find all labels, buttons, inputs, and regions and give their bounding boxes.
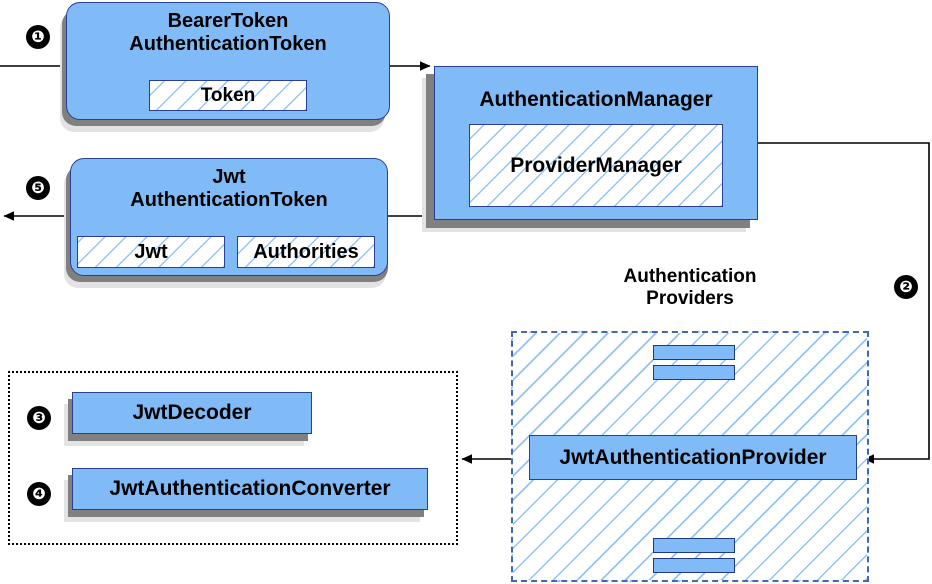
node-authentication-manager-title: AuthenticationManager — [479, 88, 713, 111]
slot-provider-manager: ProviderManager — [469, 124, 723, 207]
slot-jwt: Jwt — [77, 236, 225, 268]
badge-step-4: ❹ — [27, 482, 51, 506]
slot-token: Token — [149, 80, 307, 111]
slot-authorities: Authorities — [237, 236, 375, 268]
provider-stub-bar-bottom-2 — [653, 558, 735, 573]
badge-step-5: ❺ — [26, 176, 50, 200]
arrow-manager-to-provider — [758, 142, 930, 464]
node-jwt-authentication-converter-label: JwtAuthenticationConverter — [109, 477, 391, 501]
node-jwt-decoder-label: JwtDecoder — [132, 401, 252, 425]
node-jwt-authentication-provider[interactable]: JwtAuthenticationProvider — [529, 435, 857, 480]
badge-step-1: ❶ — [26, 25, 50, 49]
badge-step-3: ❸ — [27, 406, 51, 430]
provider-stub-bar-bottom-1 — [653, 538, 735, 553]
jwt-support-group — [8, 371, 458, 545]
node-jwt-authentication-converter[interactable]: JwtAuthenticationConverter — [72, 468, 428, 510]
node-jwt-decoder[interactable]: JwtDecoder — [72, 392, 312, 434]
node-jwt-authentication-token-title: Jwt AuthenticationToken — [130, 166, 328, 211]
badge-step-2: ❷ — [894, 275, 918, 299]
authentication-providers-caption: Authentication Providers — [623, 266, 757, 309]
node-bearer-token-title: BearerToken AuthenticationToken — [129, 10, 327, 55]
node-jwt-authentication-provider-label: JwtAuthenticationProvider — [559, 445, 827, 469]
provider-stub-bar-top-2 — [653, 365, 735, 380]
provider-stub-bar-top-1 — [653, 345, 735, 360]
